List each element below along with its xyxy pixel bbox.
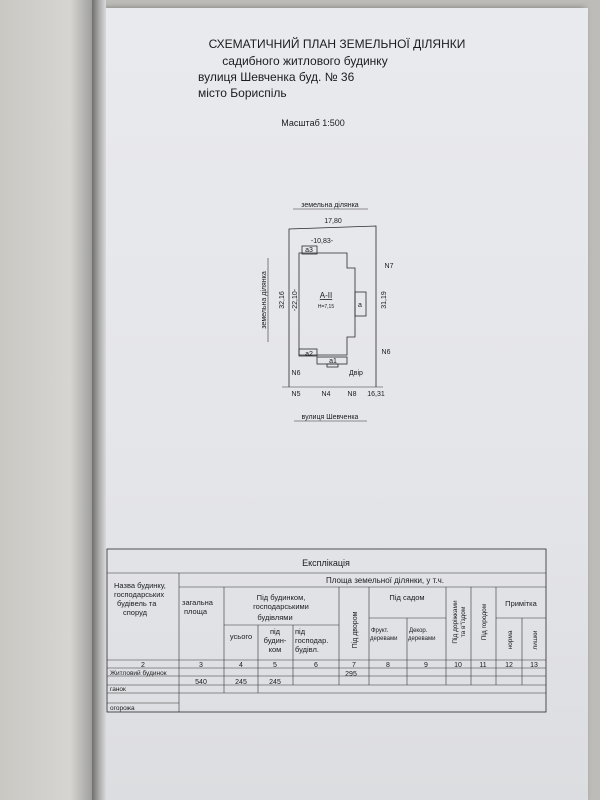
col-total-header: загальна <box>182 598 214 607</box>
dim-bottom: 16,31 <box>367 391 385 398</box>
col-under-buildings-header: господарськими <box>253 602 309 611</box>
document-title: СХЕМАТИЧНИЙ ПЛАН ЗЕМЕЛЬНОЇ ДІЛЯНКИ <box>209 36 466 51</box>
explication-table: Експлікація Площа земельної ділянки, у т… <box>106 548 547 713</box>
plot-boundary <box>288 225 377 387</box>
col-number: 6 <box>314 662 318 669</box>
dim-left: 32,16 <box>279 291 286 309</box>
street-label: вулиця Шевченка <box>302 414 359 421</box>
dim-top: 17,80 <box>324 218 342 225</box>
marker-n6-left: N6 <box>292 370 301 377</box>
col-number: 7 <box>352 662 356 669</box>
col-outbuild-header: господар. <box>295 636 328 645</box>
address: вулиця Шевченка буд. № 36 <box>198 70 355 84</box>
house-outline <box>298 252 356 356</box>
col-outbuild-header: будівл. <box>295 645 319 654</box>
col-note-header: Примітка <box>505 599 537 608</box>
row-all: 245 <box>235 679 247 686</box>
dim-house-top: -10,83- <box>311 238 334 245</box>
col-outbuild-header: під <box>295 627 306 636</box>
col-under-buildings-header: будівлями <box>257 613 292 622</box>
col-number: 11 <box>479 662 486 669</box>
col-under-buildings-header: Під будинком, <box>257 593 306 602</box>
area-header: Площа земельної ділянки, у т.ч. <box>326 576 444 585</box>
binding-spine <box>92 0 106 800</box>
facing-page <box>0 0 100 800</box>
top-neighbor-label: земельна ділянка <box>301 201 359 209</box>
row-name: ганок <box>110 686 126 693</box>
table-row: огорожа <box>110 705 135 712</box>
annex-a2-label: а2 <box>305 351 313 358</box>
yard-label: Двір <box>349 369 363 377</box>
col-norm-header: норма <box>507 630 514 649</box>
dim-house-left: -22,10- <box>292 288 299 311</box>
col-decor-header: деревами <box>408 636 435 642</box>
col-number: 2 <box>141 662 145 669</box>
building-height: Н=7,15 <box>318 304 334 310</box>
column-numbers: 2 3 4 5 6 7 8 9 10 11 12 13 <box>141 662 538 669</box>
col-number: 8 <box>386 662 390 669</box>
marker-n8: N8 <box>348 391 357 398</box>
col-paths-header: Під доріжками <box>451 600 459 644</box>
dim-right: 31,19 <box>381 291 388 309</box>
col-number: 10 <box>454 662 462 669</box>
annex-a <box>354 291 367 317</box>
document-subtitle: садибного житлового будинку <box>222 54 387 68</box>
col-number: 3 <box>199 662 203 669</box>
col-house-header: будин- <box>264 636 287 645</box>
table-row: Житловий будинок 540 245 245 295 <box>110 669 357 686</box>
col-garden-header: Під садом <box>389 593 424 602</box>
table-row: ганок <box>110 686 126 693</box>
col-all-header: усього <box>230 632 252 641</box>
col-excess-header: лишки <box>532 630 539 649</box>
table-title: Експлікація <box>302 558 350 568</box>
annex-a1-label: а1 <box>329 358 337 365</box>
col-name-header: Назва будинку, <box>114 581 166 590</box>
step <box>326 363 339 368</box>
col-number: 12 <box>505 662 513 669</box>
col-fruit-header: деревами <box>370 636 397 642</box>
col-vegetable-header: Під городом <box>480 603 488 640</box>
annex-a2 <box>298 348 318 357</box>
col-yard-header: Під двором <box>351 611 359 648</box>
col-name-header: господарських <box>114 590 164 599</box>
site-plan: земельна ділянка 17,80 -10,83- а3 N7 зем… <box>260 201 394 422</box>
row-house: 245 <box>269 679 281 686</box>
col-decor-header: Декор. <box>409 628 428 634</box>
building-label: А-ІІ <box>320 291 332 300</box>
row-name: огорожа <box>110 705 135 712</box>
col-house-header: ком <box>269 645 282 654</box>
marker-n4: N4 <box>322 391 331 398</box>
col-number: 13 <box>530 662 538 669</box>
annex-a3-label: а3 <box>305 247 313 254</box>
col-name-header: споруд <box>123 608 148 617</box>
left-neighbor-label: земельна ділянка <box>260 271 268 329</box>
col-total-header: площа <box>184 607 208 616</box>
col-house-header: під <box>270 627 281 636</box>
row-yard: 295 <box>345 671 357 678</box>
col-paths-header: та в"їздом <box>460 606 467 637</box>
col-name-header: будівель та <box>117 599 157 608</box>
marker-n7: N7 <box>385 263 394 270</box>
scale: Масштаб 1:500 <box>281 118 345 128</box>
row-total: 540 <box>195 679 207 686</box>
annex-a-label: а <box>358 302 362 309</box>
col-number: 5 <box>273 662 277 669</box>
marker-n5: N5 <box>292 391 301 398</box>
row-name: Житловий будинок <box>110 669 167 677</box>
marker-n6-right: N6 <box>382 349 391 356</box>
col-fruit-header: Фрукт. <box>371 628 389 634</box>
annex-a3 <box>301 245 318 255</box>
city: місто Бориспіль <box>198 86 287 100</box>
col-number: 9 <box>424 662 428 669</box>
col-number: 4 <box>239 662 243 669</box>
